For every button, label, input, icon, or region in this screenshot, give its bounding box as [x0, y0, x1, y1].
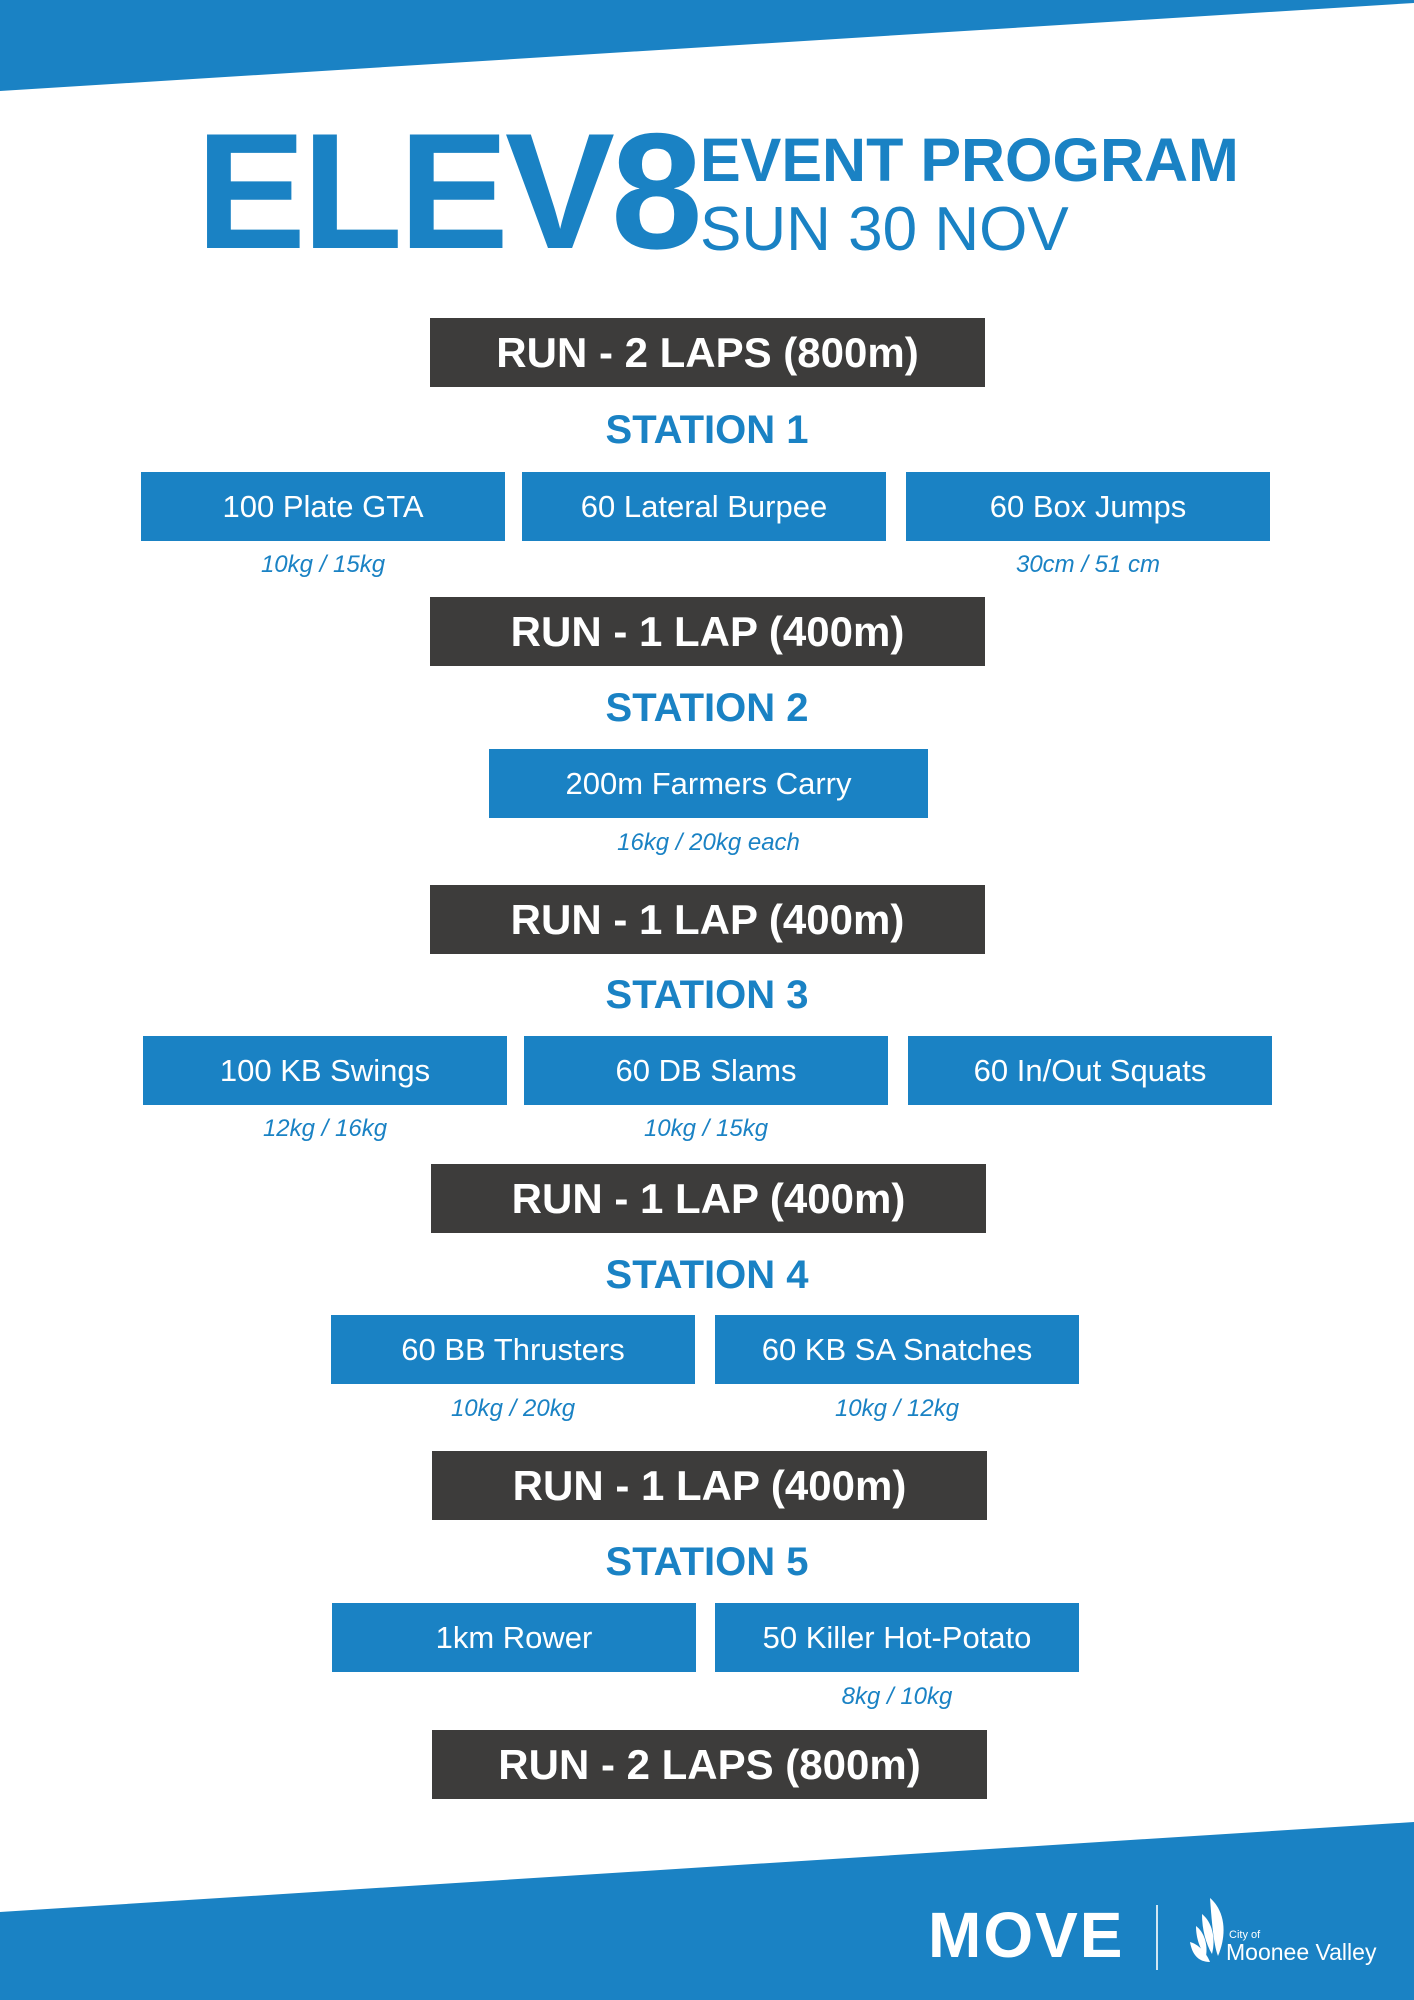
exercise-weights: 12kg / 16kg — [262, 1115, 388, 1142]
exercise-box: 200m Farmers Carry — [489, 749, 928, 818]
logo-divider — [1156, 1905, 1158, 1970]
move-logo: MOVE — [928, 1899, 1125, 1971]
exercise-weights: 16kg / 20kg each — [617, 829, 800, 856]
exercise-box: 100 KB Swings — [143, 1036, 507, 1105]
event-date: SUN 30 NOV — [700, 195, 1069, 264]
top-band — [0, 0, 1414, 100]
run-segment: RUN - 1 LAP (400m) — [430, 885, 985, 954]
exercise-box: 50 Killer Hot-Potato — [715, 1603, 1079, 1672]
exercise-box: 1km Rower — [332, 1603, 696, 1672]
exercise-box: 60 Lateral Burpee — [522, 472, 886, 541]
leaf-icon — [1188, 1896, 1228, 1964]
station-heading: STATION 3 — [605, 973, 809, 1017]
council-prefix: City of — [1229, 1929, 1261, 1941]
exercise-box: 100 Plate GTA — [141, 472, 505, 541]
exercise-box: 60 Box Jumps — [906, 472, 1270, 541]
run-segment: RUN - 2 LAPS (800m) — [432, 1730, 987, 1799]
exercise-box: 60 In/Out Squats — [908, 1036, 1272, 1105]
exercise-weights: 30cm / 51 cm — [1015, 551, 1161, 578]
run-segment: RUN - 2 LAPS (800m) — [430, 318, 985, 387]
council-name: Moonee Valley — [1226, 1939, 1377, 1965]
run-segment: RUN - 1 LAP (400m) — [430, 597, 985, 666]
run-segment: RUN - 1 LAP (400m) — [431, 1164, 986, 1233]
bottom-band — [0, 1810, 1414, 2000]
exercise-weights: 10kg / 12kg — [834, 1395, 960, 1422]
run-segment: RUN - 1 LAP (400m) — [432, 1451, 987, 1520]
brand-logo: ELEV8 — [196, 99, 703, 283]
exercise-weights: 10kg / 20kg — [450, 1395, 576, 1422]
exercise-weights: 10kg / 15kg — [260, 551, 386, 578]
exercise-box: 60 DB Slams — [524, 1036, 888, 1105]
station-heading: STATION 2 — [605, 686, 809, 730]
event-title: EVENT PROGRAM — [700, 126, 1239, 194]
station-heading: STATION 4 — [605, 1253, 809, 1297]
exercise-weights: 8kg / 10kg — [841, 1683, 953, 1710]
exercise-box: 60 KB SA Snatches — [715, 1315, 1079, 1384]
exercise-box: 60 BB Thrusters — [331, 1315, 695, 1384]
station-heading: STATION 1 — [605, 408, 809, 452]
exercise-weights: 10kg / 15kg — [643, 1115, 769, 1142]
station-heading: STATION 5 — [605, 1540, 809, 1584]
